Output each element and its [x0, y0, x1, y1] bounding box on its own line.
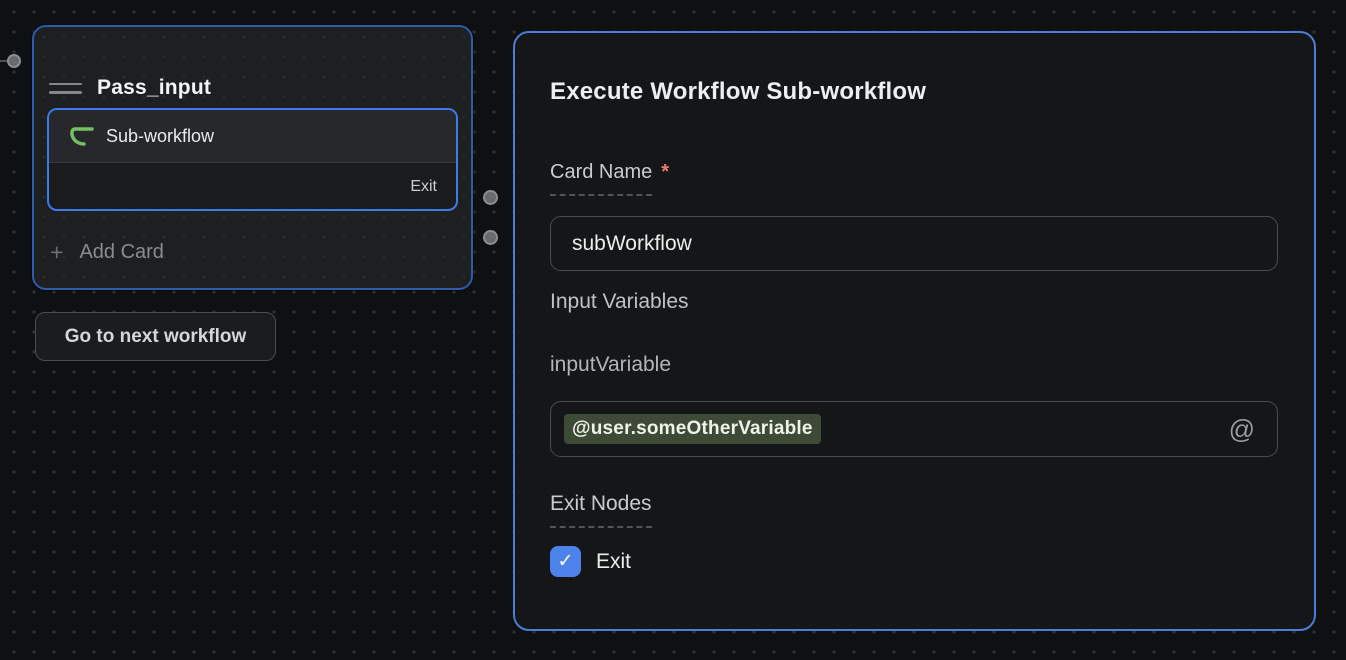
panel-title: Execute Workflow Sub-workflow	[550, 78, 927, 105]
variable-token[interactable]: @user.someOtherVariable	[564, 414, 821, 444]
go-to-next-workflow-button[interactable]: Go to next workflow	[35, 312, 276, 361]
exit-checkbox-label[interactable]: Exit	[596, 549, 632, 573]
canvas-port-top[interactable]	[483, 190, 498, 205]
add-card-label: Add Card	[79, 240, 164, 263]
card-main-row[interactable]: Sub-workflow	[49, 110, 456, 163]
card-sub-workflow[interactable]: Sub-workflow Exit	[47, 108, 458, 211]
exit-port-label[interactable]: Exit	[410, 177, 437, 195]
add-card-button[interactable]: + Add Card	[50, 235, 164, 269]
exit-nodes-field-label: Exit Nodes	[550, 492, 652, 528]
node-header: Pass_input	[49, 73, 457, 103]
input-variable-label: inputVariable	[550, 353, 672, 376]
exit-checkbox[interactable]: ✓	[550, 546, 581, 577]
card-name-input[interactable]	[550, 216, 1278, 271]
card-label: Sub-workflow	[106, 125, 215, 146]
mention-icon[interactable]: @	[1228, 413, 1255, 444]
node-pass-input[interactable]: Pass_input Sub-workflow Exit + Add Card	[32, 25, 473, 290]
card-name-field-label: Card Name *	[550, 161, 669, 196]
sub-workflow-icon	[70, 126, 94, 146]
required-asterisk: *	[661, 161, 670, 183]
card-name-label: Card Name	[550, 161, 653, 196]
exit-nodes-label: Exit Nodes	[550, 492, 652, 528]
checkmark-icon: ✓	[557, 551, 574, 572]
plus-icon: +	[50, 238, 64, 265]
node-input-port[interactable]	[7, 54, 21, 68]
input-variable-field[interactable]: @user.someOtherVariable @	[550, 401, 1278, 457]
input-variables-heading: Input Variables	[550, 290, 689, 313]
node-title: Pass_input	[97, 76, 212, 99]
exit-port-row[interactable]: Exit	[49, 163, 456, 209]
canvas-port-bottom[interactable]	[483, 230, 498, 245]
drag-handle-icon[interactable]	[49, 82, 82, 94]
editor-panel: Execute Workflow Sub-workflow Card Name *…	[513, 31, 1316, 631]
exit-checkbox-row: ✓ Exit	[550, 546, 631, 577]
connector-line	[0, 60, 12, 62]
